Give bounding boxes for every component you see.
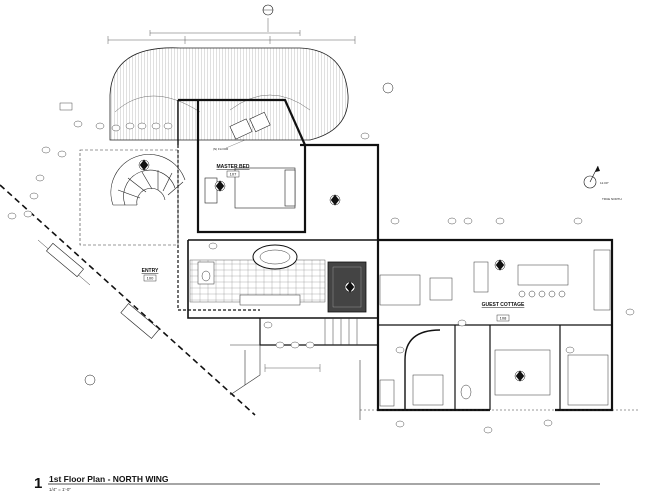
north-arrow-angle: 12.00°: [600, 181, 610, 185]
north-arrow-icon: [583, 165, 600, 189]
drawing-title: 1st Floor Plan - NORTH WING: [49, 474, 169, 484]
floor-note: (N) FLOOR: [213, 147, 229, 151]
spiral-stair: [110, 154, 186, 206]
grid-bubble-top: [262, 4, 274, 16]
room-number-guest-cottage: 108: [500, 316, 507, 321]
room-label-guest-cottage: GUEST COTTAGE: [482, 302, 525, 308]
guest-cottage-furniture: [379, 249, 611, 407]
room-number-box: [496, 314, 510, 322]
room-number-entry: 100: [147, 276, 154, 281]
drawing-scale: 1/4" = 1'-0": [49, 487, 71, 492]
room-number-box: [226, 170, 240, 178]
north-arrow-label: TRUE NORTH: [602, 197, 622, 201]
entry-stairs: [324, 318, 358, 345]
room-label-master-bed: MASTER BED: [216, 164, 249, 170]
entry-dashed-zone: [79, 149, 179, 246]
exterior-path: [229, 344, 640, 420]
room-number-master-bed: 107: [230, 172, 237, 177]
drawing-number: 1: [34, 475, 42, 492]
master-bed-furniture: [204, 111, 296, 209]
interior-dimension: [264, 364, 321, 372]
top-dimension-lines: [107, 18, 356, 44]
curved-deck: [109, 47, 349, 141]
property-line: [0, 184, 256, 416]
callout-tags: [7, 102, 635, 434]
elevation-markers: [84, 82, 526, 386]
master-bath: [189, 244, 367, 313]
room-label-entry: ENTRY: [142, 268, 159, 274]
room-number-box: [143, 274, 157, 282]
floor-note-leader: [225, 139, 246, 149]
